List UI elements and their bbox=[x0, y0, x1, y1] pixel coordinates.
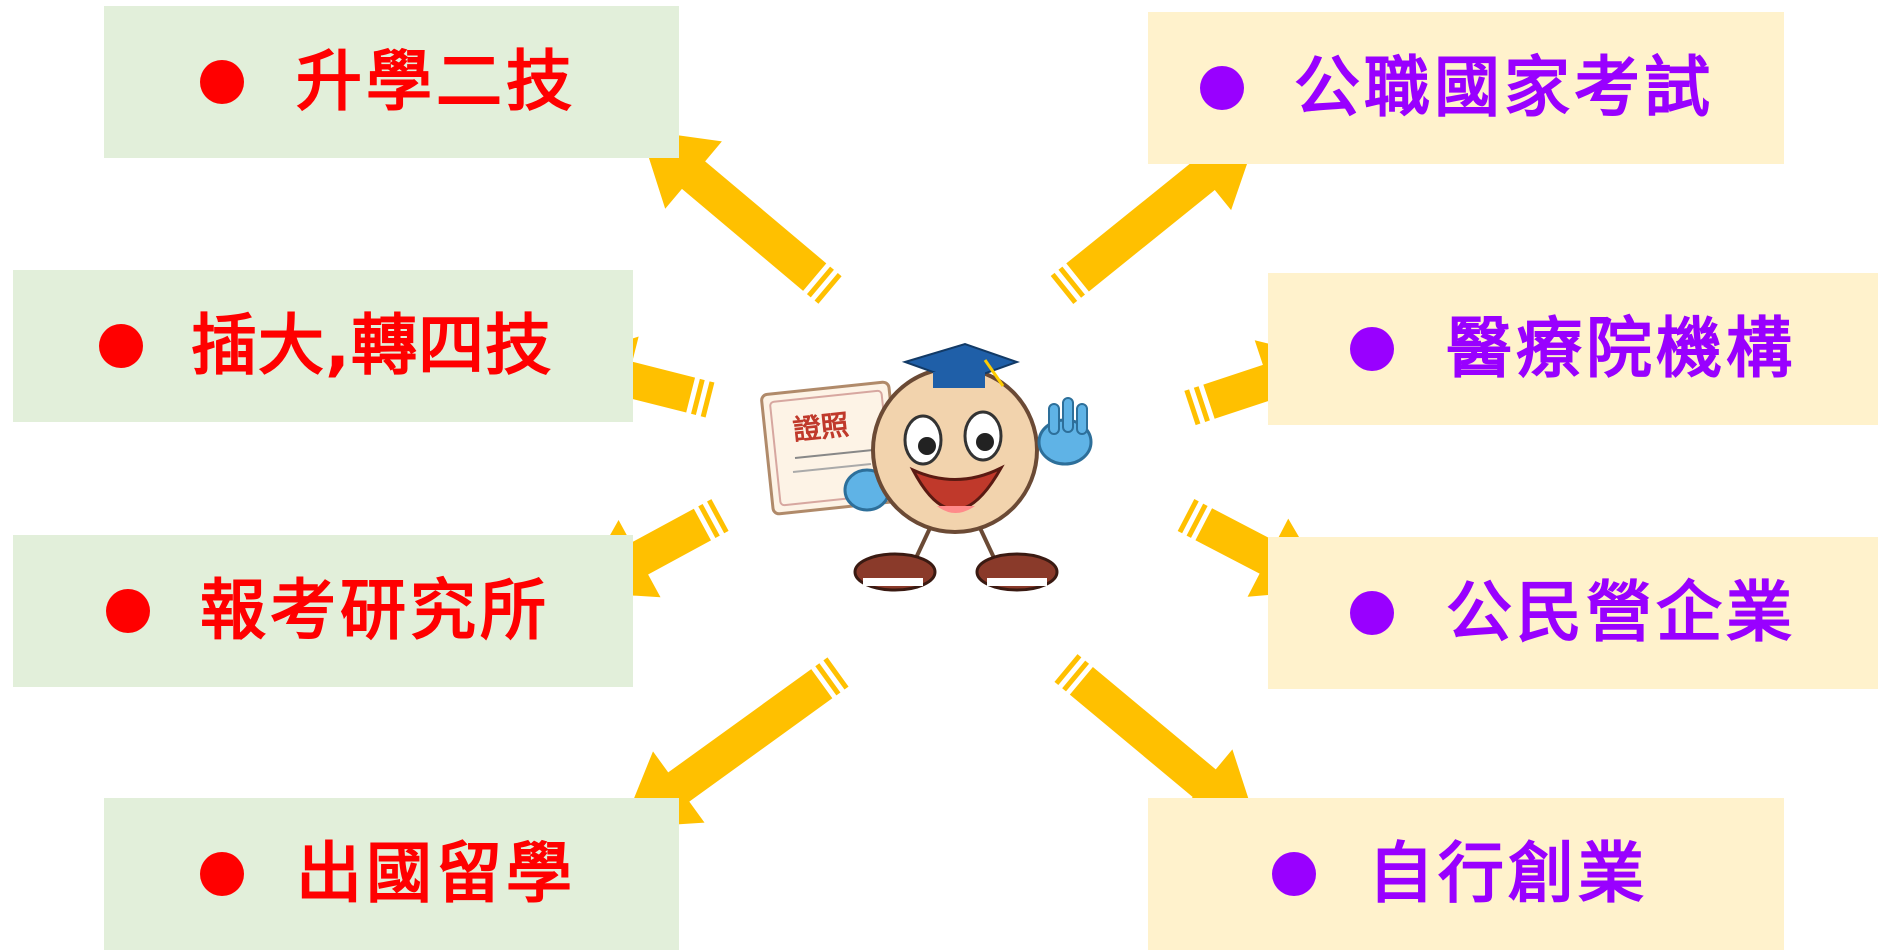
arrow-to-civil-service-exam bbox=[1050, 132, 1259, 305]
option-label: 升學二技 bbox=[296, 43, 576, 120]
purple-bullet-icon bbox=[1272, 852, 1316, 896]
option-label: 公民營企業 bbox=[1446, 574, 1796, 651]
graduate-mascot-icon: 證照 bbox=[760, 342, 1093, 592]
option-box-civil-service-exam: 公職國家考試 bbox=[1148, 12, 1784, 164]
red-bullet-icon bbox=[200, 60, 244, 104]
red-bullet-icon bbox=[200, 852, 244, 896]
option-box-transfer-4tech: 插大,轉四技 bbox=[13, 270, 633, 422]
option-label: 插大,轉四技 bbox=[191, 307, 553, 384]
purple-bullet-icon bbox=[1350, 327, 1394, 371]
option-box-study-abroad: 出國留學 bbox=[104, 798, 679, 950]
arrow-to-upgrade-2tech bbox=[639, 130, 842, 304]
red-bullet-icon bbox=[99, 324, 143, 368]
option-box-enterprise: 公民營企業 bbox=[1268, 537, 1878, 689]
option-box-upgrade-2tech: 升學二技 bbox=[104, 6, 679, 158]
option-box-startup: 自行創業 bbox=[1148, 798, 1784, 950]
purple-bullet-icon bbox=[1350, 591, 1394, 635]
option-label: 公職國家考試 bbox=[1294, 49, 1714, 126]
arrow-to-startup bbox=[1054, 654, 1258, 829]
option-label: 報考研究所 bbox=[200, 572, 550, 649]
certificate-text: 證照 bbox=[791, 408, 850, 447]
option-label: 醫療院機構 bbox=[1446, 310, 1796, 387]
option-label: 自行創業 bbox=[1368, 835, 1648, 912]
purple-bullet-icon bbox=[1200, 66, 1244, 110]
option-box-medical-institution: 醫療院機構 bbox=[1268, 273, 1878, 425]
option-box-graduate-school: 報考研究所 bbox=[13, 535, 633, 687]
option-label: 出國留學 bbox=[296, 835, 576, 912]
red-bullet-icon bbox=[106, 589, 150, 633]
arrow-to-study-abroad bbox=[621, 657, 849, 828]
